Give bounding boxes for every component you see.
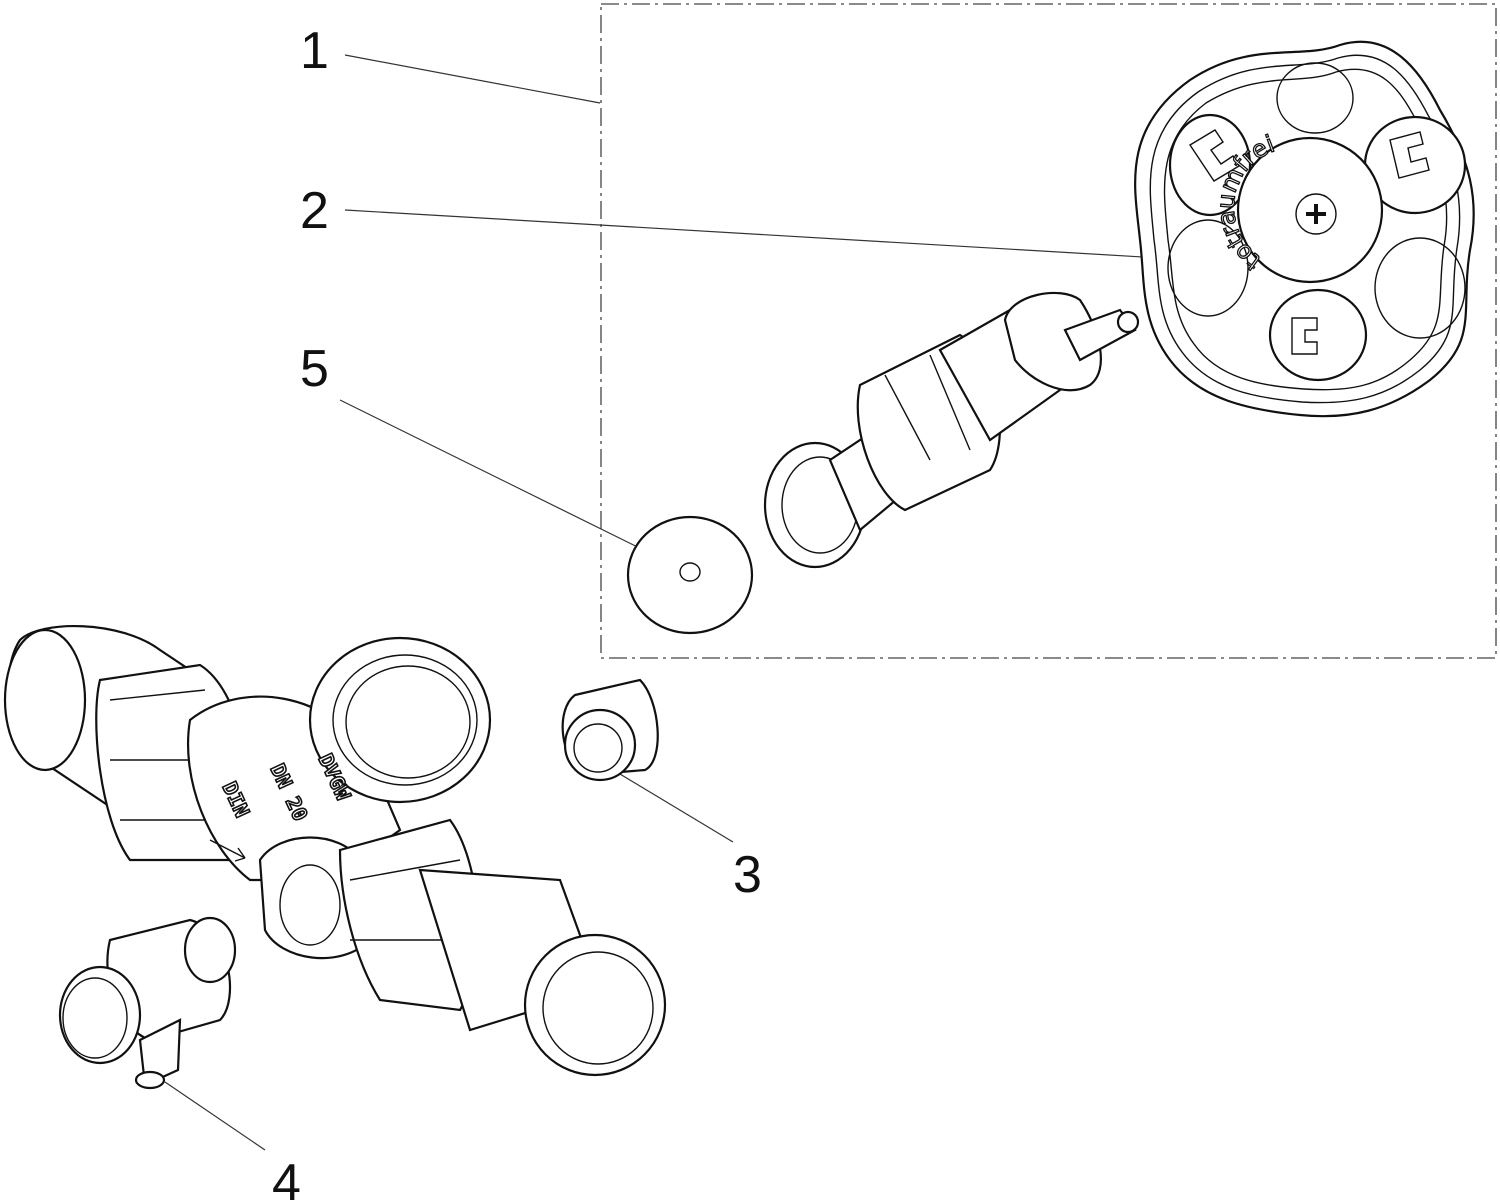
- handwheel: totraumfrei: [1134, 40, 1475, 418]
- callout-5: 5: [300, 340, 329, 398]
- callout-4: 4: [272, 1154, 301, 1204]
- drain-valve: [58, 916, 237, 1090]
- screw-cross-icon: [1306, 204, 1326, 224]
- plug: [561, 678, 659, 782]
- leader-lines: [164, 54, 1161, 1151]
- logo-emblem-icon: [1189, 129, 1430, 355]
- assembly-group-frame: [600, 3, 1497, 659]
- seal-disc: [626, 515, 754, 635]
- valve-body: DVGW DN 20 DIN: [3, 624, 667, 1077]
- callout-3: 3: [733, 846, 762, 904]
- callout-2: 2: [300, 182, 329, 240]
- callout-1: 1: [300, 22, 329, 80]
- upper-part-spindle: [763, 291, 1140, 569]
- flow-arrow-icon: [209, 839, 246, 862]
